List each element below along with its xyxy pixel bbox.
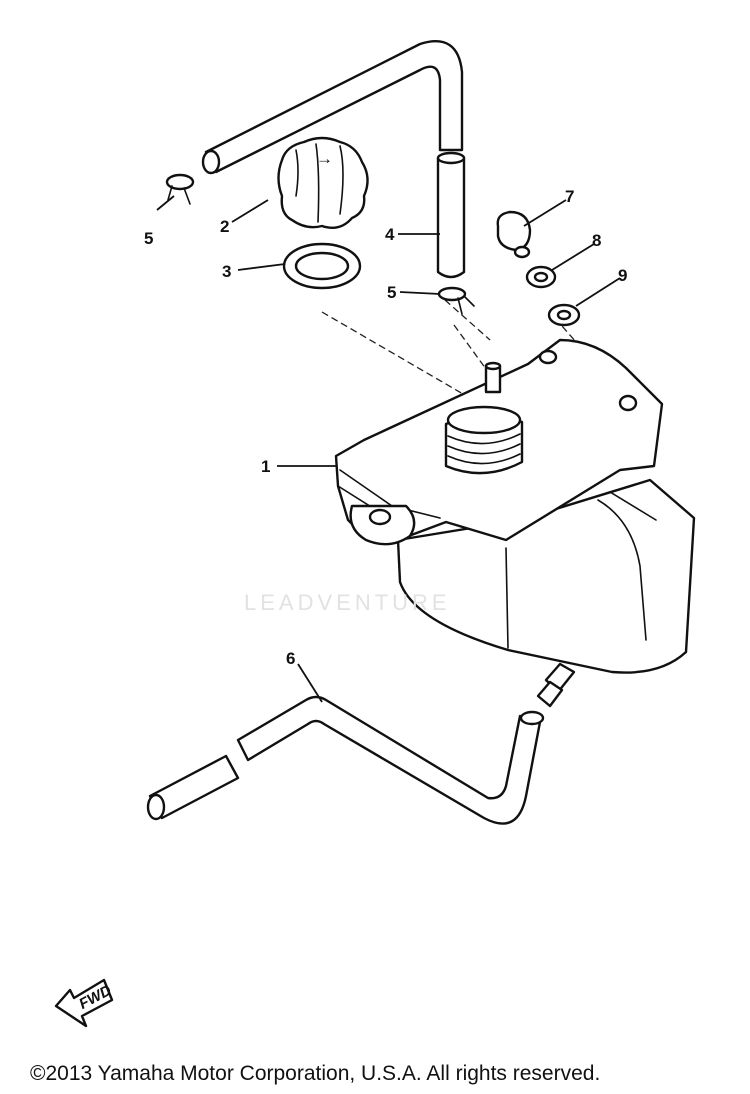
tank-cap-part: → [277, 136, 369, 229]
forward-arrow-icon: FWD [54, 978, 115, 1028]
callout-washer-9: 9 [618, 266, 627, 285]
fuel-tank-part [334, 338, 696, 708]
grommet-plug-part [496, 210, 532, 259]
watermark: LEADVENTURE [244, 590, 451, 615]
cap-gasket-part [282, 242, 362, 290]
callout-gasket: 3 [222, 262, 231, 281]
callout-breather-hose: 4 [385, 225, 395, 244]
callout-grommet: 7 [565, 187, 574, 206]
drain-hose-part [146, 695, 545, 825]
callout-tank: 1 [261, 457, 270, 476]
washer-9-part [547, 303, 581, 327]
svg-text:→: → [316, 149, 333, 168]
hose-clip-left-part [165, 173, 195, 205]
callout-labels: 1 2 3 4 5 5 6 7 8 9 [144, 187, 627, 668]
callout-leader-lines [156, 195, 621, 703]
callout-clip-right: 5 [387, 283, 396, 302]
breather-hose-part [201, 40, 466, 279]
callout-cap: 2 [220, 217, 229, 236]
callout-drain-hose: 6 [286, 649, 295, 668]
copyright-notice: ©2013 Yamaha Motor Corporation, U.S.A. A… [30, 1062, 601, 1085]
callout-clip-left: 5 [144, 229, 153, 248]
callout-washer-8: 8 [592, 231, 601, 250]
washer-8-part [525, 265, 557, 289]
